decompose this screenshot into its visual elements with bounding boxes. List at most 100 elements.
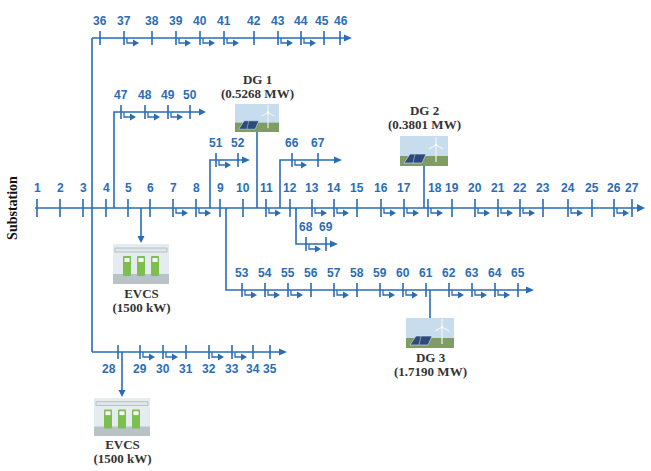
bus-number: 1 (34, 181, 41, 195)
dg-picture (406, 318, 454, 348)
bus-number: 12 (283, 181, 296, 195)
bus-number: 15 (350, 181, 363, 195)
bus-number: 56 (304, 266, 317, 280)
source-node: EVCS(1500 kW) (92, 438, 153, 466)
bus-number: 10 (236, 181, 249, 195)
bus-number: 7 (170, 181, 177, 195)
substation-label: Substation (5, 176, 21, 240)
bus-number: 37 (117, 14, 130, 28)
bus-number: 43 (271, 14, 284, 28)
bus-number: 39 (169, 14, 182, 28)
bus-number: 35 (263, 362, 276, 376)
bus-number: 47 (114, 88, 127, 102)
bus-number: 11 (260, 181, 273, 195)
bus-number: 41 (217, 14, 230, 28)
bus-number: 5 (125, 181, 132, 195)
feeder-arrowhead (119, 35, 646, 398)
bus-number: 45 (315, 14, 328, 28)
bus-number: 44 (294, 14, 307, 28)
source-node: EVCS(1500 kW) (111, 287, 172, 315)
bus-number: 6 (147, 181, 154, 195)
device-label: DG 2 (387, 104, 462, 118)
device-label: (1500 kW) (111, 301, 172, 315)
device-label: (1500 kW) (92, 452, 153, 466)
bus-number: 49 (161, 88, 174, 102)
device-label: DG 3 (393, 351, 468, 365)
bus-number: 14 (327, 181, 340, 195)
bus-number: 67 (311, 136, 324, 150)
bus-number: 18 (428, 181, 441, 195)
bus-number: 31 (179, 362, 192, 376)
bus-number: 52 (231, 136, 244, 150)
bus-number: 58 (350, 266, 363, 280)
bus-number: 51 (209, 136, 222, 150)
device-label: (0.5268 MW) (220, 87, 295, 101)
bus-number: 63 (465, 266, 478, 280)
bus-number: 54 (258, 266, 271, 280)
bus-number: 2 (57, 181, 64, 195)
bus-number: 30 (156, 362, 169, 376)
dg-picture (400, 136, 448, 166)
bus-number: 46 (334, 14, 347, 28)
evcs-picture (94, 398, 150, 436)
device-label: (1.7190 MW) (393, 365, 468, 379)
bus-number: 4 (103, 181, 110, 195)
source-node: DG 3(1.7190 MW) (393, 351, 468, 379)
bus-number: 62 (442, 266, 455, 280)
bus-number: 22 (513, 181, 526, 195)
bus-number: 8 (193, 181, 200, 195)
device-label: (0.3801 MW) (387, 118, 462, 132)
bus-number: 42 (247, 14, 260, 28)
source-node: DG 2(0.3801 MW) (387, 104, 462, 132)
bus-number: 60 (396, 266, 409, 280)
bus-number: 9 (217, 181, 224, 195)
bus-number: 19 (445, 181, 458, 195)
bus-number: 65 (511, 266, 524, 280)
bus-number: 26 (607, 181, 620, 195)
bus-number: 66 (285, 136, 298, 150)
bus-number: 48 (138, 88, 151, 102)
bus-number: 32 (202, 362, 215, 376)
bus-tick (37, 31, 632, 359)
load-line (124, 38, 623, 357)
bus-number: 38 (145, 14, 158, 28)
bus-number: 50 (183, 88, 196, 102)
bus-number: 17 (397, 181, 410, 195)
bus-number: 64 (488, 266, 501, 280)
bus-number: 55 (281, 266, 294, 280)
bus-number: 24 (561, 181, 574, 195)
bus-number: 25 (585, 181, 598, 195)
bus-number: 3 (80, 181, 87, 195)
bus-number: 69 (319, 220, 332, 234)
load-arrowhead (130, 40, 629, 361)
device-label: EVCS (92, 438, 153, 452)
dg-picture (235, 104, 279, 132)
bus-number: 13 (305, 181, 318, 195)
bus-number: 57 (327, 266, 340, 280)
bus-number: 29 (133, 362, 146, 376)
bus-number: 68 (299, 220, 312, 234)
bus-number: 33 (225, 362, 238, 376)
bus-number: 28 (102, 362, 115, 376)
bus-number: 23 (536, 181, 549, 195)
feeder-line (35, 38, 638, 390)
bus-number: 61 (419, 266, 432, 280)
arrowheads (119, 35, 646, 398)
bus-number: 27 (625, 181, 638, 195)
bus-number: 34 (246, 362, 259, 376)
bus-number: 40 (193, 14, 206, 28)
evcs-picture (113, 244, 169, 284)
source-node: DG 1(0.5268 MW) (220, 73, 295, 101)
bus-number: 59 (373, 266, 386, 280)
pictures (94, 104, 454, 436)
device-label: DG 1 (220, 73, 295, 87)
feeders (35, 31, 638, 390)
bus-number: 20 (468, 181, 481, 195)
bus-number: 36 (93, 14, 106, 28)
bus-number: 53 (235, 266, 248, 280)
device-label: EVCS (111, 287, 172, 301)
bus-number: 16 (374, 181, 387, 195)
bus-number: 21 (491, 181, 504, 195)
